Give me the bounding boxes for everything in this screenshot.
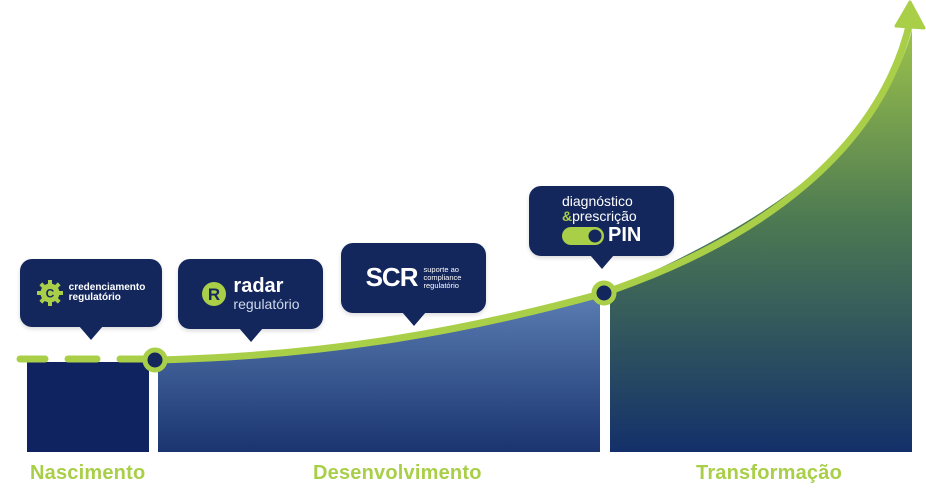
credenciamento-bubble: C credenciamento regulatório bbox=[20, 259, 162, 340]
pin-logo: diagnóstico &prescrição PIN bbox=[562, 194, 641, 246]
scr-line2: compliance bbox=[423, 273, 462, 283]
radar-icon-letter: R bbox=[208, 285, 220, 304]
milestone-marker-radar bbox=[142, 347, 168, 373]
stage-label-development: Desenvolvimento bbox=[313, 462, 482, 484]
development-area bbox=[158, 295, 600, 452]
toggle-switch-icon bbox=[562, 226, 604, 245]
pin-line2: prescrição bbox=[572, 207, 637, 224]
radar-line1: radar bbox=[233, 275, 284, 298]
radar-logo-text: radar regulatório bbox=[233, 276, 299, 312]
arrow-head-icon bbox=[894, 0, 926, 30]
scr-line3: regulatório bbox=[423, 280, 459, 290]
pin-ampersand: & bbox=[562, 207, 573, 224]
milestone-marker-pin bbox=[591, 280, 617, 306]
scr-mark: SCR bbox=[365, 262, 419, 293]
radar-line2: regulatório bbox=[233, 296, 300, 313]
pin-mark-row: PIN bbox=[562, 225, 641, 246]
pin-line2-wrap: &prescrição bbox=[562, 207, 641, 224]
scr-line1: suporte ao bbox=[423, 265, 459, 275]
radar-bubble: R radar regulatório bbox=[178, 259, 323, 342]
transformation-area bbox=[610, 30, 912, 452]
birth-area bbox=[27, 362, 149, 452]
radar-r-icon: R bbox=[201, 281, 227, 307]
scr-bubble: SCR suporte ao compliance regulatório bbox=[341, 243, 486, 326]
gear-badge-icon: C bbox=[36, 280, 63, 306]
gear-badge-letter: C bbox=[45, 287, 54, 301]
pin-line1: diagnóstico bbox=[562, 193, 633, 209]
stage-label-birth: Nascimento bbox=[30, 462, 146, 484]
credenciamento-line1: credenciamento bbox=[68, 281, 146, 293]
credenciamento-logo-text: credenciamento regulatório bbox=[68, 281, 146, 304]
scr-logo-text: suporte ao compliance regulatório bbox=[423, 266, 461, 290]
stage-label-transformation: Transformação bbox=[696, 462, 842, 484]
credenciamento-line2: regulatório bbox=[68, 292, 121, 303]
pin-bubble: diagnóstico &prescrição PIN bbox=[529, 186, 674, 269]
pin-mark: PIN bbox=[608, 224, 642, 247]
